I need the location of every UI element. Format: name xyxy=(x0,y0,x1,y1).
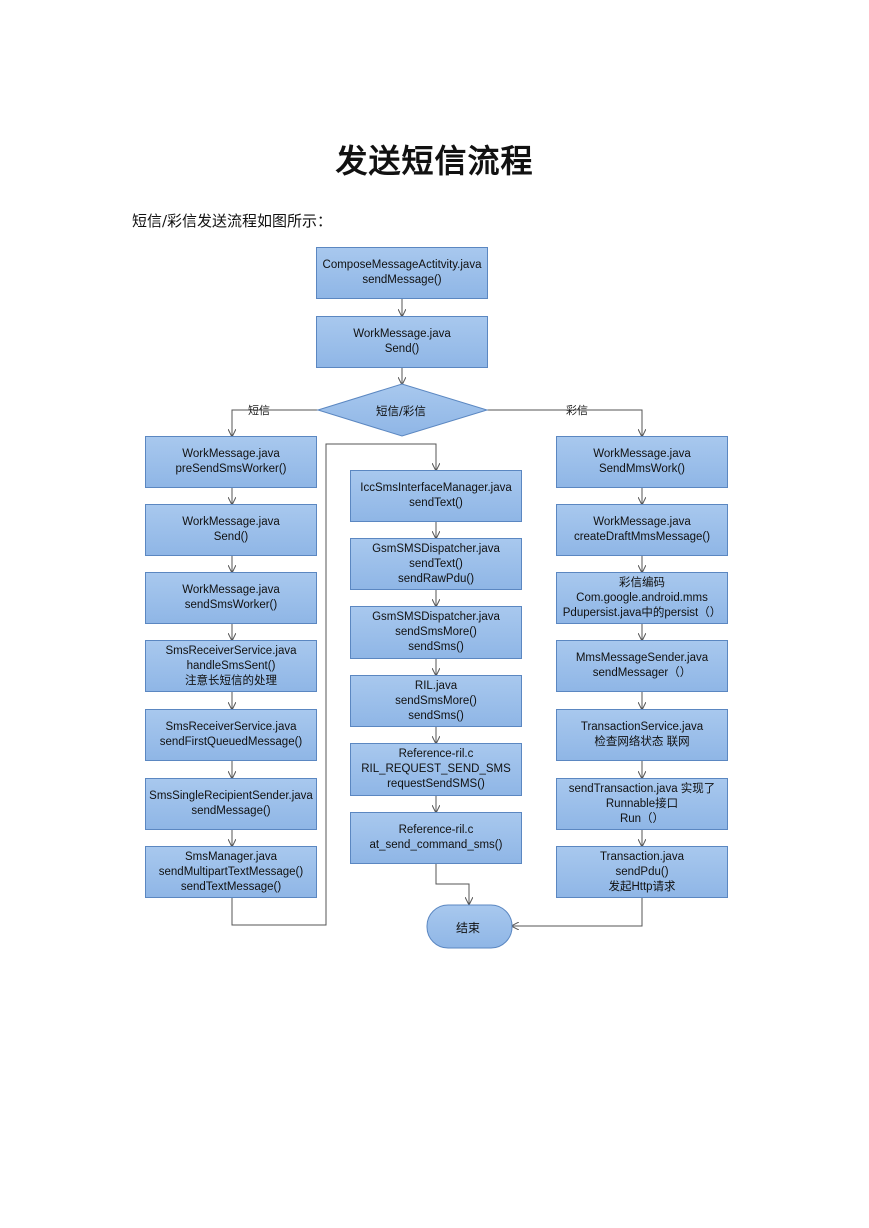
box-line: Send() xyxy=(384,343,420,355)
box-mms-2: WorkMessage.java createDraftMmsMessage() xyxy=(556,504,728,556)
box-line: sendMessage() xyxy=(191,805,271,817)
end-label: 结束 xyxy=(456,921,481,935)
box-line: GsmSMSDispatcher.java xyxy=(372,611,500,623)
box-line: sendSmsMore() xyxy=(395,626,477,638)
box-mms-1: WorkMessage.java SendMmsWork() xyxy=(556,436,728,488)
box-line: sendSms() xyxy=(408,641,464,653)
box-line: WorkMessage.java xyxy=(593,448,691,460)
box-line: sendSmsWorker() xyxy=(184,599,278,611)
box-line: RIL.java xyxy=(414,679,458,692)
box-line: sendPdu() xyxy=(615,865,669,878)
box-line: IccSmsInterfaceManager.java xyxy=(360,482,512,494)
box-line: sendMultipartTextMessage() xyxy=(158,865,304,878)
box-line: Com.google.android.mms xyxy=(576,591,708,604)
box-line: createDraftMmsMessage() xyxy=(573,531,711,543)
box-sms-2: WorkMessage.java Send() xyxy=(145,504,317,556)
box-line: WorkMessage.java xyxy=(182,516,280,528)
box-sms-6: SmsSingleRecipientSender.java sendMessag… xyxy=(145,778,317,830)
box-compose-message: ComposeMessageActitvity.java sendMessage… xyxy=(316,247,488,299)
box-line: requestSendSMS() xyxy=(387,778,485,790)
page-title: 发送短信流程 xyxy=(335,142,534,180)
box-ril-5: Reference-ril.c RIL_REQUEST_SEND_SMS req… xyxy=(350,743,522,796)
box-line: SmsReceiverService.java xyxy=(165,644,297,657)
box-ril-4: RIL.java sendSmsMore() sendSms() xyxy=(350,675,522,727)
box-mms-6: sendTransaction.java 实现了 Runnable接口 Run（… xyxy=(556,778,728,830)
box-line: sendTransaction.java 实现了 xyxy=(568,782,716,795)
box-sms-7: SmsManager.java sendMultipartTextMessage… xyxy=(145,846,317,898)
box-line: handleSmsSent() xyxy=(186,659,276,672)
box-line: sendMessage() xyxy=(362,274,442,286)
box-line: WorkMessage.java xyxy=(182,448,280,460)
box-ril-6: Reference-ril.c at_send_command_sms() xyxy=(350,812,522,864)
box-line: SmsReceiverService.java xyxy=(165,721,297,733)
box-line: Reference-ril.c xyxy=(398,748,474,760)
decision-label: 短信/彩信 xyxy=(376,404,426,418)
box-sms-3: WorkMessage.java sendSmsWorker() xyxy=(145,572,317,624)
intro-text: 短信/彩信发送流程如图所示： xyxy=(132,212,333,230)
box-line: Reference-ril.c xyxy=(398,824,474,836)
box-line: SmsSingleRecipientSender.java xyxy=(149,790,313,802)
box-line: sendRawPdu() xyxy=(397,572,475,585)
box-sms-1: WorkMessage.java preSendSmsWorker() xyxy=(145,436,317,488)
box-line: GsmSMSDispatcher.java xyxy=(372,542,500,555)
box-line: RIL_REQUEST_SEND_SMS xyxy=(361,763,511,775)
box-line: SendMmsWork() xyxy=(598,463,686,475)
box-mms-7: Transaction.java sendPdu() 发起Http请求 xyxy=(556,846,728,898)
box-line: sendText() xyxy=(409,557,463,570)
box-line: sendSmsMore() xyxy=(395,694,477,707)
box-line: sendFirstQueuedMessage() xyxy=(159,736,303,748)
decision-diamond xyxy=(316,383,489,437)
branch-label-mms: 彩信 xyxy=(566,404,588,417)
box-line: WorkMessage.java xyxy=(593,516,691,528)
box-sms-4: SmsReceiverService.java handleSmsSent() … xyxy=(145,640,317,692)
box-line: MmsMessageSender.java xyxy=(575,652,709,664)
box-line: 彩信编码 xyxy=(619,576,665,589)
box-line: ComposeMessageActitvity.java xyxy=(322,259,482,271)
box-line: preSendSmsWorker() xyxy=(175,463,287,475)
box-sms-5: SmsReceiverService.java sendFirstQueuedM… xyxy=(145,709,317,761)
box-ril-1: IccSmsInterfaceManager.java sendText() xyxy=(350,470,522,522)
box-line: Transaction.java xyxy=(600,850,684,863)
end-terminal xyxy=(426,904,513,949)
box-line: sendMessager（） xyxy=(592,667,692,679)
box-ril-3: GsmSMSDispatcher.java sendSmsMore() send… xyxy=(350,606,522,659)
box-line: Runnable接口 xyxy=(605,797,679,810)
box-line: WorkMessage.java xyxy=(353,328,451,340)
box-line: sendText() xyxy=(409,497,463,509)
box-line: sendSms() xyxy=(408,709,464,722)
box-mms-4: MmsMessageSender.java sendMessager（） xyxy=(556,640,728,692)
box-line: Send() xyxy=(213,531,249,543)
box-line: TransactionService.java xyxy=(580,721,704,733)
box-mms-5: TransactionService.java 检查网络状态 联网 xyxy=(556,709,728,761)
box-line: Run（） xyxy=(619,812,665,825)
box-ril-2: GsmSMSDispatcher.java sendText() sendRaw… xyxy=(350,538,522,590)
box-line: Pdupersist.java中的persist（） xyxy=(562,606,722,619)
box-line: at_send_command_sms() xyxy=(369,839,503,851)
box-mms-3: 彩信编码 Com.google.android.mms Pdupersist.j… xyxy=(556,572,728,624)
box-line: WorkMessage.java xyxy=(182,584,280,596)
box-line: 注意长短信的处理 xyxy=(185,674,277,687)
box-line: 发起Http请求 xyxy=(608,880,676,893)
box-work-send: WorkMessage.java Send() xyxy=(316,316,488,368)
box-line: SmsManager.java xyxy=(184,850,278,863)
branch-label-sms: 短信 xyxy=(248,404,270,417)
box-line: sendTextMessage() xyxy=(180,880,282,893)
box-line: 检查网络状态 联网 xyxy=(594,736,690,748)
